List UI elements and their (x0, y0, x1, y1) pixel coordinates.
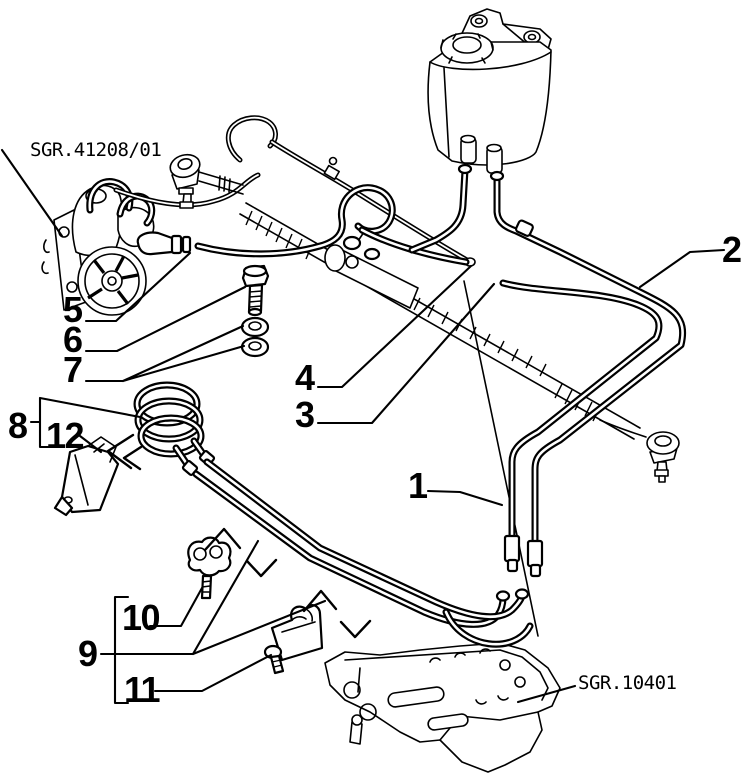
leader-11 (153, 653, 273, 693)
leader-4 (316, 264, 473, 389)
hose-ferrule (515, 219, 534, 237)
lower-hose-run (192, 458, 534, 648)
hose-end-fitting (136, 231, 178, 256)
fluid-reservoir-drawing (427, 8, 552, 174)
labels: SGR.41208/01 SGR.10401 5 6 7 4 3 2 8 12 … (8, 139, 743, 710)
long-hose-pair (489, 170, 686, 578)
leader-sgr-bottom (516, 684, 577, 704)
callout-9: 9 (78, 633, 97, 674)
reservoir-left-hose (408, 163, 473, 254)
hook-bracket-clamp-drawing (263, 604, 324, 675)
ref-label-sgr-10401: SGR.10401 (578, 672, 677, 694)
leader-bracket-8 (29, 396, 142, 449)
callout-1: 1 (408, 465, 428, 506)
leader-2 (638, 248, 726, 289)
ref-label-sgr-41208: SGR.41208/01 (30, 139, 161, 161)
leader-bracket-9 (99, 539, 327, 705)
pulley-spokes (87, 255, 139, 305)
hose-tip (514, 588, 530, 600)
callout-3: 3 (295, 394, 314, 435)
callout-5: 5 (63, 289, 83, 330)
callout-8: 8 (8, 405, 27, 446)
callout-11: 11 (124, 669, 161, 710)
leader-5 (84, 251, 192, 323)
right-tie-rod-drawing (599, 419, 680, 483)
left-tie-rod-drawing (169, 153, 244, 209)
hose-end-connector (503, 534, 521, 563)
steering-rack-drawing (239, 202, 641, 637)
sealing-washers-drawing (240, 316, 270, 358)
callout-7: 7 (63, 349, 82, 390)
callout-4: 4 (295, 357, 315, 398)
leader-10 (148, 586, 204, 628)
coiled-hose-drawing (133, 381, 216, 476)
power-steering-pump-drawing (41, 184, 155, 316)
callout-12: 12 (46, 415, 84, 456)
hose-tip (495, 590, 511, 602)
banjo-bolt-drawing (241, 264, 270, 317)
callout-2: 2 (722, 229, 741, 270)
leader-7 (84, 324, 246, 383)
crossmember-drawing (324, 642, 561, 773)
callout-10: 10 (122, 597, 160, 638)
leader-12 (78, 434, 103, 454)
pump-outline-hoses (86, 172, 261, 227)
callout-6: 6 (63, 319, 82, 360)
position-marks (106, 433, 372, 639)
hose-end-connector (526, 539, 544, 568)
leader-1 (426, 489, 504, 507)
grommet-clamp-drawing (187, 536, 232, 600)
leader-3 (316, 282, 496, 425)
support-bracket-drawing (53, 436, 120, 517)
leader-6 (84, 285, 247, 353)
leader-sgr-top (0, 148, 64, 238)
rack-left-bellows (245, 210, 313, 260)
leader-lines (0, 148, 726, 705)
